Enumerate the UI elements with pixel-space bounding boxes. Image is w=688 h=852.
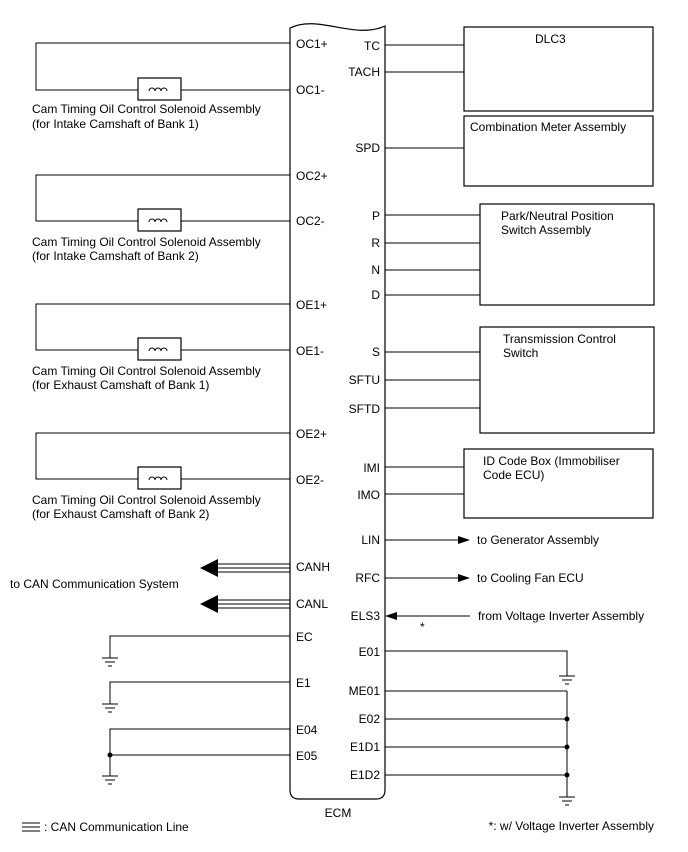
- pin-imo: IMO: [357, 488, 380, 502]
- pin-s: S: [372, 345, 380, 359]
- id-code-box: ID Code Box (Immobiliser Code ECU): [463, 448, 654, 519]
- transmission-switch-label-1: Transmission Control: [503, 332, 616, 346]
- junction-dot: [564, 772, 570, 778]
- canl-arrow-icon: [200, 595, 218, 613]
- solenoid-coil-3: [137, 337, 182, 361]
- ground-icon: [102, 657, 118, 667]
- legend: : CAN Communication Line *: w/ Voltage I…: [22, 819, 654, 834]
- to-cooling-fan-arrow-icon: [458, 574, 470, 582]
- ecm-left-pins: OC1+ OC1- OC2+ OC2- OE1+ OE1- OE2+ OE2- …: [296, 37, 330, 763]
- pin-lin: LIN: [361, 533, 380, 547]
- pin-e1d1: E1D1: [350, 740, 380, 754]
- pin-oc1-plus: OC1+: [296, 37, 328, 51]
- solenoid-circuit-4: Cam Timing Oil Control Solenoid Assembly…: [32, 432, 290, 521]
- solenoid-1-label: Cam Timing Oil Control Solenoid Assembly: [32, 102, 261, 116]
- pin-sftu: SFTU: [349, 373, 380, 387]
- junction-dot: [107, 752, 113, 758]
- pin-n: N: [371, 263, 380, 277]
- pin-tach: TACH: [348, 65, 380, 79]
- dlc3-box: DLC3: [463, 26, 654, 112]
- pin-e02: E02: [359, 712, 381, 726]
- pin-oe2-minus: OE2-: [296, 473, 324, 487]
- transmission-control-switch-box: Transmission Control Switch: [479, 326, 655, 434]
- pin-els3: ELS3: [351, 609, 381, 623]
- ground-icon: [102, 775, 118, 785]
- can-lines: to CAN Communication System: [10, 559, 290, 613]
- dlc3-label: DLC3: [535, 32, 566, 46]
- solenoid-coil-2: [137, 208, 182, 232]
- solenoid-2-sublabel: (for Intake Camshaft of Bank 2): [32, 249, 199, 263]
- pin-oc2-plus: OC2+: [296, 169, 328, 183]
- can-line-legend-icon: [22, 822, 40, 832]
- pin-oc1-minus: OC1-: [296, 83, 325, 97]
- pin-rfc: RFC: [355, 571, 380, 585]
- asterisk-mark: *: [420, 620, 425, 634]
- pin-p: P: [372, 209, 380, 223]
- park-neutral-switch-box: Park/Neutral Position Switch Assembly: [479, 203, 655, 306]
- pin-canl: CANL: [296, 597, 328, 611]
- park-neutral-label-1: Park/Neutral Position: [501, 209, 614, 223]
- junction-dot: [564, 716, 570, 722]
- solenoid-circuit-2: Cam Timing Oil Control Solenoid Assembly…: [32, 174, 290, 263]
- to-cooling-fan-label: to Cooling Fan ECU: [477, 571, 584, 585]
- pin-oe1-plus: OE1+: [296, 298, 327, 312]
- combination-meter-label: Combination Meter Assembly: [470, 120, 626, 134]
- solenoid-circuit-3: Cam Timing Oil Control Solenoid Assembly…: [32, 303, 290, 392]
- pin-spd: SPD: [355, 141, 380, 155]
- pin-e1d2: E1D2: [350, 768, 380, 782]
- canh-arrow-icon: [200, 559, 218, 577]
- pin-d: D: [371, 288, 380, 302]
- external-connections: to Generator Assembly to Cooling Fan ECU…: [385, 533, 644, 634]
- pin-tc: TC: [364, 39, 380, 53]
- id-code-box-label-2: Code ECU): [483, 468, 544, 482]
- ecm-right-pins: TC TACH SPD P R N D S SFTU SFTD IMI IMO …: [348, 39, 380, 782]
- park-neutral-label-2: Switch Assembly: [501, 223, 591, 237]
- to-generator-label: to Generator Assembly: [477, 533, 599, 547]
- transmission-switch-label-2: Switch: [503, 346, 538, 360]
- solenoid-1-sublabel: (for Intake Camshaft of Bank 1): [32, 117, 199, 131]
- combination-meter-box: Combination Meter Assembly: [463, 115, 654, 187]
- id-code-box-label-1: ID Code Box (Immobiliser: [483, 454, 620, 468]
- pin-canh: CANH: [296, 560, 330, 574]
- solenoid-coil-4: [137, 466, 182, 490]
- ecm-block: ECM: [289, 23, 386, 820]
- to-generator-arrow-icon: [458, 536, 470, 544]
- pin-oc2-minus: OC2-: [296, 214, 325, 228]
- footnote: *: w/ Voltage Inverter Assembly: [489, 819, 654, 833]
- pin-e04: E04: [296, 723, 318, 737]
- pin-imi: IMI: [363, 461, 380, 475]
- pin-r: R: [371, 236, 380, 250]
- solenoid-2-label: Cam Timing Oil Control Solenoid Assembly: [32, 235, 261, 249]
- ecm-outline: [289, 23, 386, 800]
- from-inverter-arrow-icon: [385, 612, 397, 620]
- pin-me01: ME01: [349, 684, 381, 698]
- from-inverter-label: from Voltage Inverter Assembly: [478, 609, 644, 623]
- ground-icon: [559, 675, 575, 685]
- pin-sftd: SFTD: [349, 402, 381, 416]
- solenoid-4-sublabel: (for Exhaust Camshaft of Bank 2): [32, 507, 209, 521]
- solenoid-circuit-1: Cam Timing Oil Control Solenoid Assembly…: [32, 42, 290, 131]
- junction-dot: [564, 744, 570, 750]
- pin-oe1-minus: OE1-: [296, 344, 324, 358]
- ground-icon: [102, 703, 118, 713]
- pin-e01: E01: [359, 645, 381, 659]
- right-wires: [385, 44, 480, 495]
- right-grounds: [385, 650, 575, 806]
- pin-e05: E05: [296, 749, 318, 763]
- solenoid-4-label: Cam Timing Oil Control Solenoid Assembly: [32, 493, 261, 507]
- legend-label: : CAN Communication Line: [44, 820, 189, 834]
- ecm-label: ECM: [325, 806, 352, 820]
- solenoid-coil-1: [137, 77, 182, 101]
- pin-ec: EC: [296, 630, 313, 644]
- solenoid-3-label: Cam Timing Oil Control Solenoid Assembly: [32, 364, 261, 378]
- left-grounds: [102, 635, 290, 785]
- pin-e1: E1: [296, 676, 311, 690]
- solenoid-3-sublabel: (for Exhaust Camshaft of Bank 1): [32, 378, 209, 392]
- can-system-label: to CAN Communication System: [10, 577, 179, 591]
- ground-icon: [559, 796, 575, 806]
- pin-oe2-plus: OE2+: [296, 427, 327, 441]
